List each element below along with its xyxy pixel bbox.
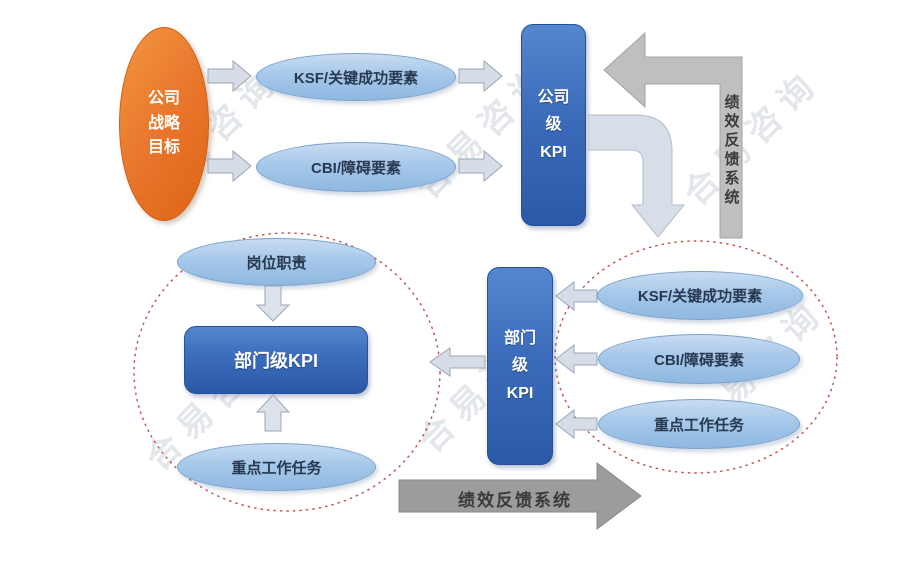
key-tasks-label: 重点工作任务: [231, 459, 322, 477]
strategy-line: 战略: [147, 114, 180, 132]
dept-kpi-box-vertical: 部门 级 KPI: [487, 267, 553, 465]
company-kpi-line: KPI: [540, 143, 567, 161]
cbi-ellipse-company: CBI/障碍要素: [256, 142, 456, 192]
feedback-loop-arrow: [603, 31, 743, 239]
cbi-label: CBI/障碍要素: [653, 351, 744, 369]
dept-kpi-box-horizontal: 部门级KPI: [184, 326, 368, 394]
arrow-strategy-to-ksf: [207, 59, 252, 93]
strategy-goal-ellipse: 公司 战略 目标: [119, 27, 209, 221]
job-duty-ellipse: 岗位职责: [177, 238, 376, 286]
key-tasks-ellipse-right: 重点工作任务: [598, 399, 800, 449]
left-dashed-circle: [133, 232, 441, 512]
cbi-label: CBI/障碍要素: [310, 159, 401, 177]
company-kpi-line: 级: [545, 116, 562, 134]
company-kpi-line: 公司: [537, 89, 570, 107]
dept-kpi-line: 级: [511, 357, 528, 375]
ksf-ellipse-dept: KSF/关键成功要素: [597, 271, 803, 320]
key-tasks-label: 重点工作任务: [653, 416, 744, 434]
strategy-line: 目标: [147, 139, 180, 157]
arrow-cbi-to-company-kpi: [458, 149, 503, 183]
key-tasks-ellipse-left: 重点工作任务: [177, 443, 376, 491]
dept-kpi-label: 部门级KPI: [233, 351, 318, 371]
arrow-ksf-to-dept-kpi: [555, 281, 598, 311]
dept-kpi-line: KPI: [506, 384, 534, 402]
company-kpi-box: 公司 级 KPI: [521, 24, 586, 226]
strategy-line: 公司: [147, 89, 180, 107]
bottom-feedback-arrow: [398, 462, 642, 530]
ksf-ellipse-company: KSF/关键成功要素: [256, 53, 456, 101]
cbi-ellipse-dept: CBI/障碍要素: [598, 334, 800, 384]
right-dashed-ellipse: [554, 240, 838, 474]
arrow-deptkpi-to-left-group: [429, 347, 486, 377]
arrow-ksf-to-company-kpi: [458, 59, 503, 93]
job-duty-label: 岗位职责: [246, 254, 307, 272]
dept-kpi-line: 部门: [503, 330, 536, 348]
feedback-vertical-label: 绩效反馈系统: [722, 94, 740, 208]
arrow-tasks-to-dept-kpi-right: [555, 409, 598, 439]
arrow-duty-to-dept-kpi: [256, 285, 290, 322]
ksf-label: KSF/关键成功要素: [293, 69, 419, 87]
arrow-strategy-to-cbi: [207, 149, 252, 183]
ksf-label: KSF/关键成功要素: [637, 288, 763, 305]
company-to-dept-elbow-arrow: [588, 114, 686, 238]
bottom-feedback-label: 绩效反馈系统: [458, 491, 572, 510]
arrow-cbi-to-dept-kpi: [555, 344, 598, 374]
arrow-tasks-to-dept-kpi: [256, 394, 290, 432]
